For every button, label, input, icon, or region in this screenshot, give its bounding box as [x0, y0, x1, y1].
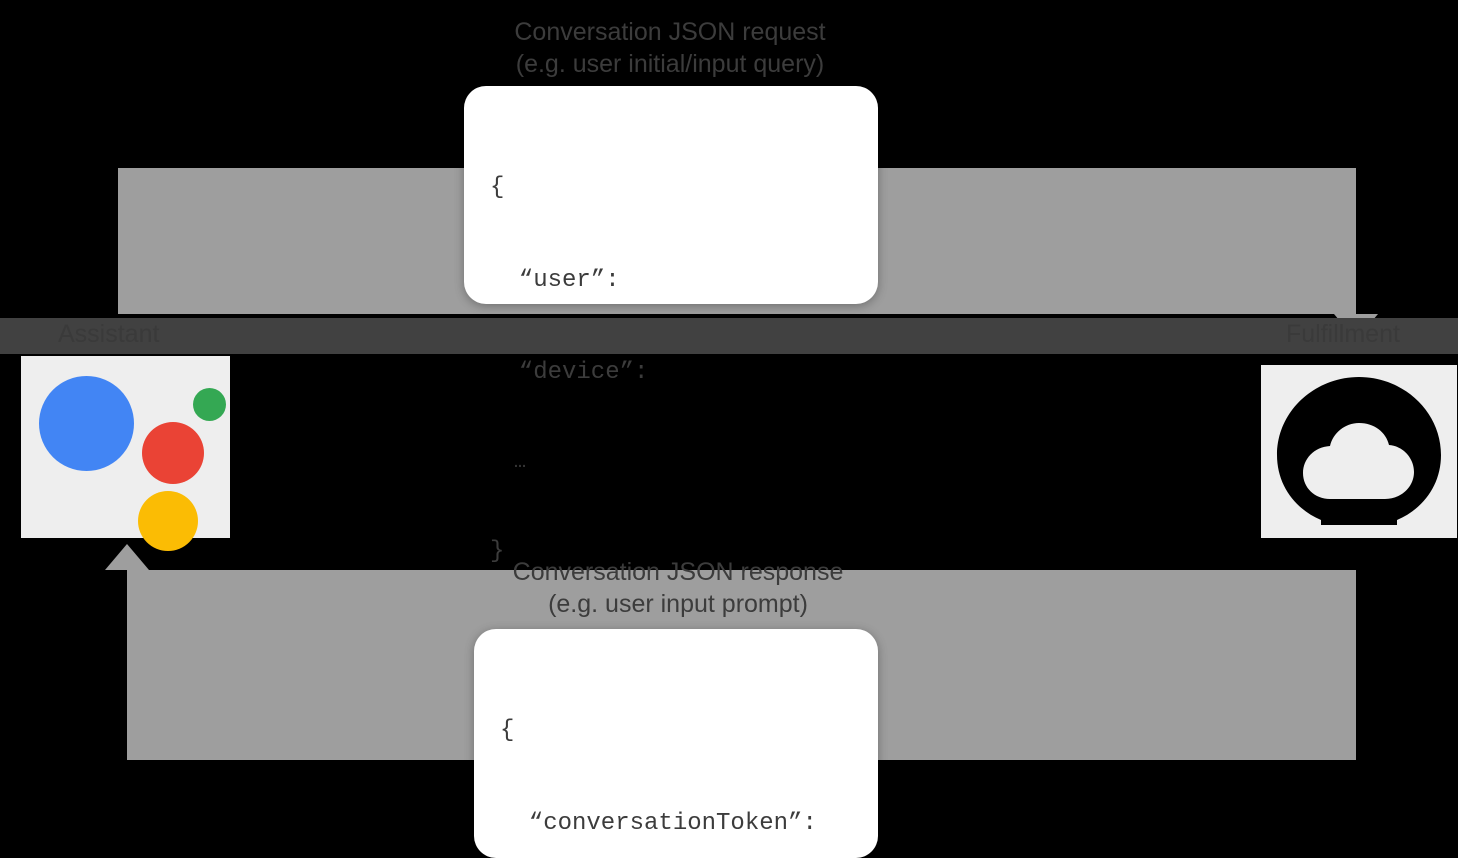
assistant-green-dot-icon — [193, 388, 226, 421]
json-open-brace: { — [490, 174, 505, 202]
connector-strip — [0, 318, 1458, 354]
request-json-card: { “user”: “device”: … } — [464, 86, 878, 565]
assistant-yellow-dot-icon — [138, 491, 198, 551]
assistant-endpoint-tile — [21, 356, 230, 551]
json-key-user: “user”: — [518, 266, 620, 294]
assistant-red-dot-icon — [142, 422, 204, 484]
json-open-brace: { — [500, 717, 515, 745]
assistant-label: Assistant — [58, 320, 160, 348]
response-caption-subtitle: (e.g. user input prompt) — [548, 590, 808, 618]
json-ellipsis: … — [514, 450, 528, 474]
response-arrow-head — [105, 544, 149, 570]
fulfillment-endpoint-tile — [1261, 365, 1457, 538]
response-caption: Conversation JSON response (e.g. user in… — [0, 556, 1356, 620]
request-caption: Conversation JSON request (e.g. user ini… — [0, 16, 1340, 80]
json-close-brace: } — [490, 537, 505, 565]
request-caption-title: Conversation JSON request — [514, 18, 826, 46]
assistant-blue-dot-icon — [39, 376, 134, 471]
response-caption-title: Conversation JSON response — [512, 558, 844, 586]
json-key-device: “device”: — [518, 358, 649, 386]
response-json-card: { “conversationToken”: “userStorage”: … … — [474, 629, 878, 858]
fulfillment-label: Fulfillment — [1286, 320, 1400, 348]
json-key-conversation-token: “conversationToken”: — [528, 809, 817, 837]
google-cloud-icon — [1277, 377, 1441, 525]
request-caption-subtitle: (e.g. user initial/input query) — [515, 50, 825, 78]
